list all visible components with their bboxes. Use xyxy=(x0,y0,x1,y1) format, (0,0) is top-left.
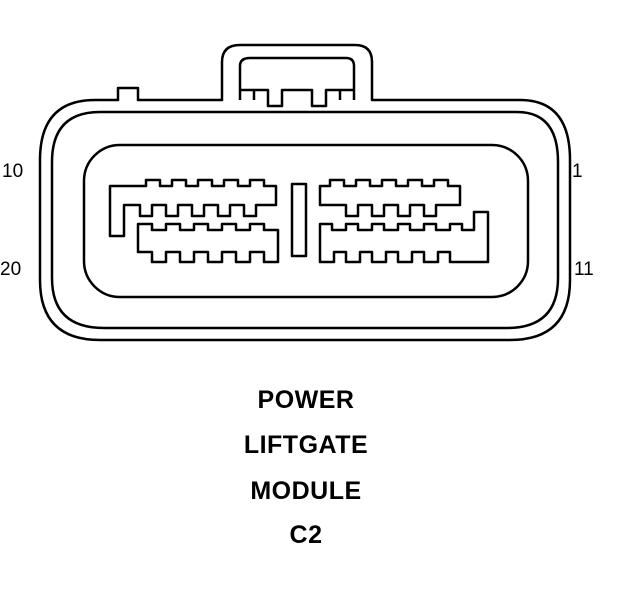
center-key xyxy=(290,182,308,258)
caption-line-module: MODULE xyxy=(250,477,362,505)
pin-label-10: 10 xyxy=(2,161,24,182)
latch xyxy=(238,56,356,100)
terminal-row-left-bottom xyxy=(136,222,280,264)
latch-teeth xyxy=(240,88,354,108)
terminal-row-left-top xyxy=(108,178,278,238)
connector-housing-outer xyxy=(38,43,572,342)
terminal-row-right-top xyxy=(318,178,462,218)
latch-ticks xyxy=(252,90,342,100)
pin-label-1: 1 xyxy=(572,161,583,182)
pin-label-11: 11 xyxy=(574,259,594,280)
caption-line-liftgate: LIFTGATE xyxy=(243,431,369,459)
connector-housing-inner xyxy=(50,110,560,330)
cavity-face xyxy=(82,143,530,299)
caption-line-connector-id: C2 xyxy=(289,521,323,549)
caption-line-power: POWER xyxy=(257,386,355,414)
terminal-row-right-bottom xyxy=(318,210,490,264)
pin-label-20: 20 xyxy=(0,259,22,280)
